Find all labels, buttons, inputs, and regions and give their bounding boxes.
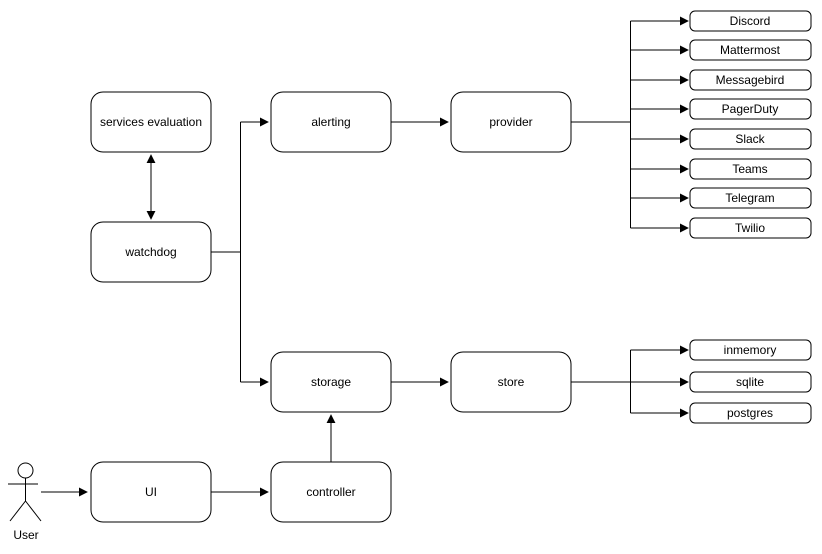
node-ui-box (90, 461, 212, 523)
provider-target-telegram-box (689, 187, 812, 209)
node-services-evaluation-box (90, 91, 212, 153)
node-alerting-label: alerting (311, 115, 350, 129)
provider-target-mattermost-box (689, 39, 812, 61)
provider-target-twilio-box (689, 217, 812, 239)
provider-target-teams: Teams (630, 158, 812, 180)
node-controller: controller (270, 461, 392, 523)
provider-target-mattermost-label: Mattermost (720, 43, 781, 57)
provider-target-teams-label: Teams (732, 162, 767, 176)
provider-target-messagebird: Messagebird (630, 69, 812, 91)
store-target-sqlite-box (689, 371, 812, 393)
provider-target-slack-label: Slack (735, 132, 765, 146)
node-storage-label: storage (311, 375, 351, 389)
provider-target-slack: Slack (630, 128, 812, 150)
provider-target-discord: Discord (630, 10, 812, 32)
store-target-inmemory: inmemory (630, 339, 812, 361)
node-provider-label: provider (489, 115, 532, 129)
node-services-evaluation-label: services evaluation (100, 115, 202, 129)
provider-target-pagerduty-box (689, 98, 812, 120)
node-watchdog-label: watchdog (124, 245, 176, 259)
provider-target-discord-box (689, 10, 812, 32)
actor-user: User (8, 462, 42, 542)
provider-target-teams-box (689, 158, 812, 180)
actor-user-leg-left (9, 500, 26, 522)
node-provider-box (450, 91, 572, 153)
store-target-sqlite-label: sqlite (736, 375, 764, 389)
store-target-postgres: postgres (630, 402, 812, 424)
node-services-evaluation: services evaluation (90, 91, 212, 153)
node-provider: provider (450, 91, 572, 153)
store-target-inmemory-box (689, 339, 812, 361)
store-target-postgres-label: postgres (727, 406, 773, 420)
node-watchdog: watchdog (90, 221, 212, 283)
provider-target-twilio: Twilio (630, 217, 812, 239)
node-storage-box (270, 351, 392, 413)
provider-target-twilio-label: Twilio (735, 221, 765, 235)
store-target-inmemory-label: inmemory (724, 343, 777, 357)
store-target-sqlite: sqlite (630, 371, 812, 393)
node-watchdog-box (90, 221, 212, 283)
actor-user-label: User (13, 528, 38, 542)
actor-user-head (17, 462, 34, 479)
node-ui-label: UI (145, 485, 157, 499)
provider-target-telegram-label: Telegram (725, 191, 774, 205)
provider-target-telegram: Telegram (630, 187, 812, 209)
node-alerting-box (270, 91, 392, 153)
node-store: store (450, 351, 572, 413)
node-storage: storage (270, 351, 392, 413)
node-store-box (450, 351, 572, 413)
provider-target-pagerduty: PagerDuty (630, 98, 812, 120)
actor-user-leg-right (25, 500, 42, 522)
node-alerting: alerting (270, 91, 392, 153)
node-controller-box (270, 461, 392, 523)
node-controller-label: controller (306, 485, 355, 499)
provider-target-messagebird-label: Messagebird (716, 73, 785, 87)
node-ui: UI (90, 461, 212, 523)
node-store-label: store (498, 375, 525, 389)
provider-target-pagerduty-label: PagerDuty (722, 102, 779, 116)
provider-target-slack-box (689, 128, 812, 150)
provider-target-messagebird-box (689, 69, 812, 91)
store-target-postgres-box (689, 402, 812, 424)
provider-target-discord-label: Discord (730, 14, 771, 28)
provider-target-mattermost: Mattermost (630, 39, 812, 61)
